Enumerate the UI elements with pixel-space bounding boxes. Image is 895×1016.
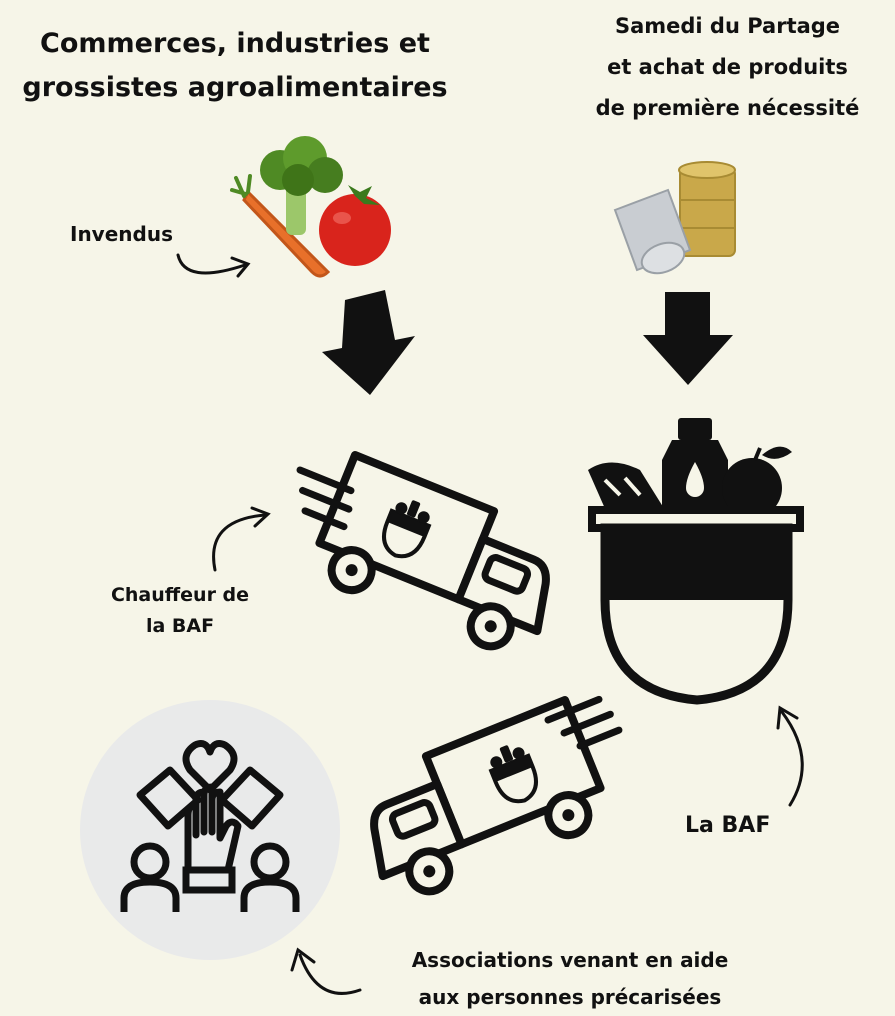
- grocery-basket-icon: [588, 418, 804, 705]
- title-commerces: Commerces, industries et grossistes agro…: [0, 22, 470, 110]
- curved-arrow-baf: [776, 705, 804, 807]
- label-chauffeur: Chauffeur de la BAF: [80, 580, 280, 642]
- title-commerces-line2: grossistes agroalimentaires: [22, 72, 448, 103]
- arrow-down-left: [322, 290, 415, 395]
- title-samedi-partage: Samedi du Partage et achat de produits d…: [560, 6, 895, 129]
- curved-arrow-chauffeur: [212, 506, 271, 572]
- curved-arrow-invendus: [176, 253, 251, 278]
- title-samedi-line2: et achat de produits: [607, 55, 848, 79]
- title-commerces-line1: Commerces, industries et: [40, 28, 430, 59]
- label-associations-line2: aux personnes précarisées: [418, 985, 722, 1009]
- arrow-down-right: [643, 292, 733, 385]
- label-invendus: Invendus: [70, 222, 173, 246]
- title-samedi-line1: Samedi du Partage: [614, 14, 841, 38]
- label-associations-line1: Associations venant en aide: [411, 948, 729, 972]
- vegetables-icon: [230, 136, 391, 278]
- label-chauffeur-line1: Chauffeur de: [110, 584, 250, 606]
- label-associations: Associations venant en aide aux personne…: [355, 942, 785, 1016]
- charity-hands-icon: [80, 700, 340, 960]
- label-la-baf: La BAF: [685, 813, 771, 838]
- label-chauffeur-line2: la BAF: [145, 615, 215, 637]
- title-samedi-line3: de première nécessité: [595, 96, 860, 120]
- curved-arrow-associations: [290, 947, 362, 995]
- cans-icon: [613, 161, 736, 275]
